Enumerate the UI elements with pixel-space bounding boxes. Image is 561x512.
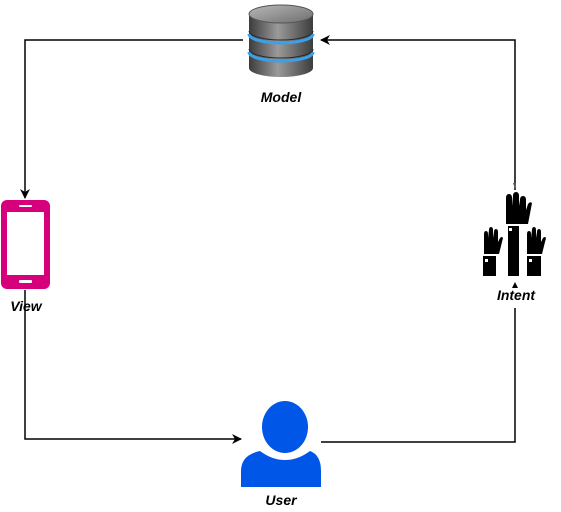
database-icon xyxy=(247,4,315,77)
edges xyxy=(20,35,516,444)
user-node[interactable]: User xyxy=(241,401,321,508)
view-label: View xyxy=(10,298,42,314)
user-label: User xyxy=(265,492,298,508)
user-icon xyxy=(241,401,321,487)
intent-label: Intent xyxy=(497,287,536,303)
edge-user-to-intent xyxy=(321,308,516,443)
edge-view-to-user xyxy=(24,290,242,444)
raised-hands-icon xyxy=(483,183,546,288)
model-node[interactable]: Model xyxy=(247,4,315,105)
view-node[interactable]: View xyxy=(1,200,50,314)
model-label: Model xyxy=(261,89,303,105)
smartphone-icon xyxy=(1,200,50,289)
edge-intent-to-model xyxy=(320,35,516,190)
edge-model-to-view xyxy=(20,39,243,199)
intent-node[interactable]: Intent xyxy=(483,183,546,303)
